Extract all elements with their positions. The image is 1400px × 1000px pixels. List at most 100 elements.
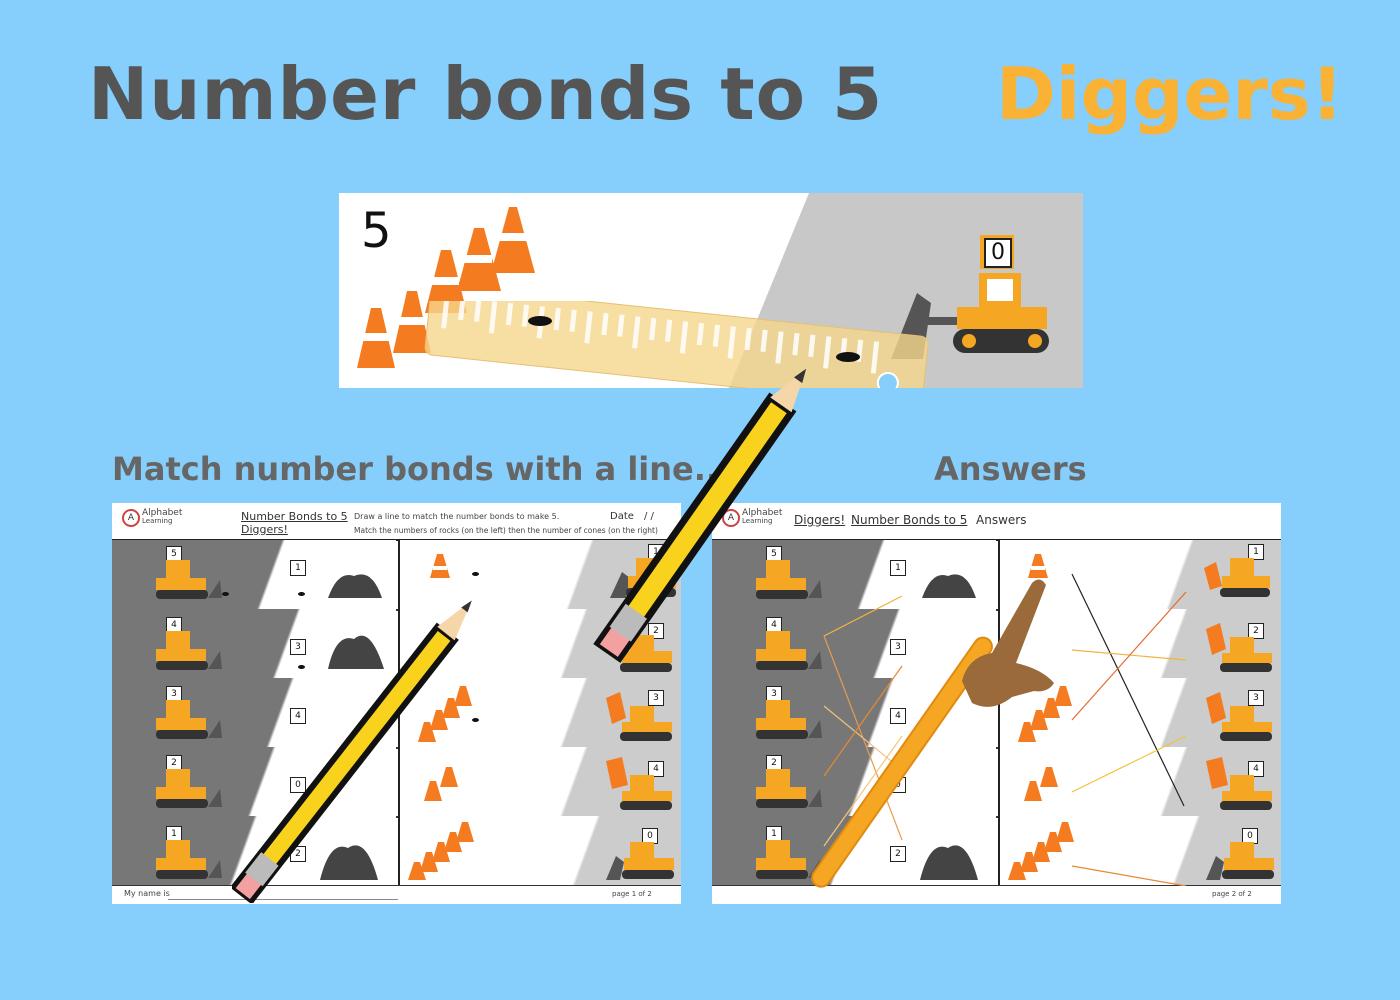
cones-group-icon: [1018, 686, 1072, 742]
answers-label: Answers: [934, 450, 1087, 488]
table-row: 3 4 3: [112, 678, 681, 749]
worksheet-rows: 5 1 1 4 3 2 3: [712, 540, 1281, 887]
worksheet-instruction-2: Match the numbers of rocks (on the left)…: [354, 526, 658, 535]
page-title: Number bonds to 5: [88, 52, 884, 136]
row-right-panel: 1: [998, 540, 1281, 609]
worksheet-subtitle: Diggers!: [794, 513, 846, 527]
worksheet-subtitle: Diggers!: [241, 523, 288, 536]
pointer-hand-icon: [811, 579, 1054, 888]
row-left-panel: 4 3: [112, 609, 396, 678]
cone-icon: [430, 554, 450, 578]
number-badge-middle: 3: [890, 639, 906, 655]
digger-icon: [1206, 842, 1274, 880]
number-badge-middle: 0: [290, 777, 306, 793]
digger-badge-right: 4: [648, 761, 664, 777]
row-right-panel: 4: [998, 747, 1281, 816]
digger-icon: [1206, 757, 1272, 810]
cones-group-icon: [1008, 822, 1074, 880]
row-left-panel: 5 1: [112, 540, 396, 609]
worksheet-page-1: A Alphabet Learning Number Bonds to 5 Di…: [112, 503, 681, 904]
worksheet-header: A Alphabet Learning Number Bonds to 5 Di…: [112, 503, 681, 541]
number-badge-middle: 2: [890, 846, 906, 862]
alphabet-logo-icon: A: [122, 509, 140, 527]
row-right-panel: 0: [398, 816, 681, 885]
traffic-cones-icon: [357, 207, 535, 368]
answer-lines: [823, 573, 1187, 886]
number-badge-middle: 1: [890, 560, 906, 576]
number-badge-middle: 1: [290, 560, 306, 576]
brand-line1: Alphabet: [142, 508, 183, 518]
worksheet-title: Number Bonds to 5: [851, 513, 968, 527]
worksheet-footer: page 2 of 2: [712, 886, 1281, 904]
match-dot: [298, 592, 305, 596]
brand-line2: Learning: [142, 517, 173, 525]
digger-icon: [756, 769, 822, 808]
cones-group-icon: [418, 686, 472, 742]
digger-badge-left: 3: [766, 686, 782, 702]
digger-icon: [156, 840, 222, 879]
row-right-panel: 3: [398, 678, 681, 747]
rocks-icon: [922, 574, 976, 598]
digger-badge-right: 3: [1248, 690, 1264, 706]
worksheet-title: Number Bonds to 5: [241, 510, 348, 523]
digger-badge-left: 1: [166, 826, 182, 842]
number-badge-middle: 3: [290, 639, 306, 655]
table-row: 1 2 0: [112, 816, 681, 887]
number-badge-middle: 4: [890, 708, 906, 724]
digger-badge-right: 4: [1248, 761, 1264, 777]
digger-badge: 0: [984, 238, 1012, 268]
hero-dot-right: [836, 352, 860, 362]
table-row: 5 1 1: [712, 540, 1281, 611]
rocks-icon: [328, 574, 382, 598]
match-dot: [472, 718, 479, 722]
digger-icon: [606, 842, 674, 880]
brand-line1: Alphabet: [742, 508, 783, 518]
page-subtitle-diggers: Diggers!: [996, 52, 1344, 136]
digger-icon: [756, 631, 822, 670]
worksheet-page-2: A Alphabet Learning Diggers! Number Bond…: [712, 503, 1281, 904]
worksheet-answers-label: Answers: [976, 513, 1027, 527]
cones-group-icon: [424, 767, 458, 801]
match-dot: [472, 572, 479, 576]
digger-icon: [156, 769, 222, 808]
worksheet-rows: 5 1 1 4 3 2: [112, 540, 681, 887]
date-label: Date: [610, 511, 634, 522]
instruction-label: Match number bonds with a line...: [112, 450, 731, 488]
digger-icon: [156, 700, 222, 739]
digger-icon: [1206, 623, 1272, 672]
name-label: My name is: [124, 889, 170, 898]
page-number: page 1 of 2: [612, 890, 652, 898]
digger-icon: [606, 692, 672, 741]
alphabet-logo-icon: A: [722, 509, 740, 527]
rocks-icon: [328, 635, 384, 669]
digger-icon: [1206, 692, 1272, 741]
cone-icon: [1028, 554, 1048, 578]
digger-badge-right: 1: [1248, 544, 1264, 560]
row-left-panel: 5 1: [712, 540, 996, 609]
digger-icon: [606, 757, 672, 810]
page-number: page 2 of 2: [1212, 890, 1252, 898]
row-right-panel: 0: [998, 816, 1281, 885]
hero-card: 5 0: [339, 193, 1083, 388]
worksheet-header: A Alphabet Learning Diggers! Number Bond…: [712, 503, 1281, 541]
digger-badge-right: 2: [1248, 623, 1264, 639]
digger-icon: [756, 700, 822, 739]
hero-dot-left: [528, 316, 552, 326]
digger-icon: [891, 273, 1049, 359]
hero-number: 5: [361, 203, 392, 259]
worksheet-instruction-1: Draw a line to match the number bonds to…: [354, 512, 560, 521]
match-dot: [298, 665, 305, 669]
brand-line2: Learning: [742, 517, 773, 525]
name-line: [168, 899, 398, 900]
rocks-icon: [920, 845, 978, 880]
digger-icon: [156, 560, 222, 599]
digger-badge-right: 3: [648, 690, 664, 706]
pencil-icon: [232, 600, 472, 903]
digger-icon: [756, 840, 822, 879]
cones-group-icon: [1024, 767, 1058, 801]
pencil-large-icon: [593, 368, 807, 663]
digger-icon: [1204, 558, 1270, 597]
digger-icon: [156, 631, 222, 670]
row-left-panel: 4 3: [712, 609, 996, 678]
row-left-panel: 3 4: [112, 678, 396, 747]
